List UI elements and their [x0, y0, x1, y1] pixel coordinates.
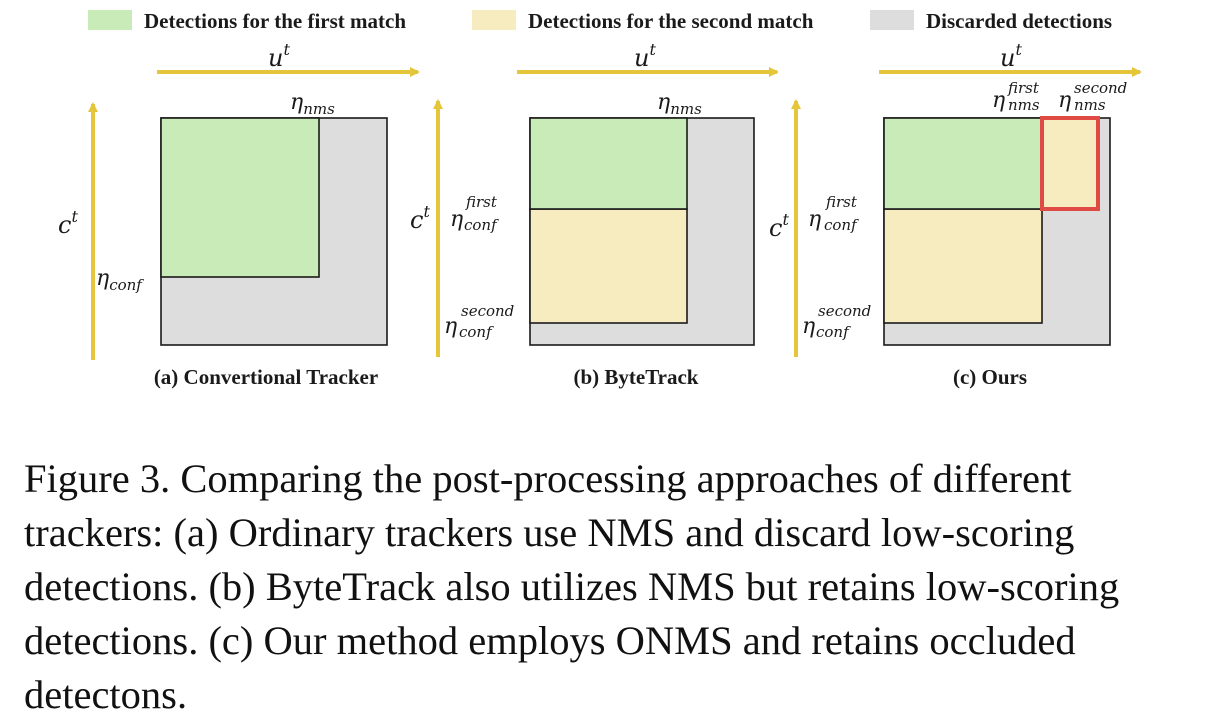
eta-nms-second-label: η: [1058, 88, 1071, 113]
eta-nms-first-sub: nms: [1008, 96, 1040, 114]
legend-swatch-first: [88, 10, 132, 30]
panel-c: ut ct η first nms η second nms η first c…: [769, 40, 1142, 389]
eta-nms-second-sup: second: [1074, 79, 1127, 97]
eta-conf-first-sup: first: [465, 193, 498, 211]
second-match-region: [529, 208, 688, 324]
legend-label-first: Detections for the first match: [144, 9, 406, 33]
c-axis-label: ct: [769, 210, 789, 242]
eta-conf-first-sup: first: [825, 193, 858, 211]
eta-conf-first-sub: conf: [824, 216, 859, 234]
eta-conf-first-label: η: [808, 207, 821, 232]
eta-conf-second-label: η: [444, 314, 457, 339]
eta-nms-label: ηnms: [290, 90, 335, 118]
u-axis-label: ut: [634, 40, 656, 72]
first-match-region: [883, 117, 1043, 210]
legend: Detections for the first match Detection…: [88, 9, 1112, 33]
first-match-region: [160, 117, 320, 278]
panel-b-caption: (b) ByteTrack: [573, 365, 698, 389]
legend-label-discarded: Discarded detections: [926, 9, 1112, 33]
eta-conf-label: ηconf: [96, 266, 144, 294]
eta-nms-first-sup: first: [1007, 79, 1040, 97]
eta-conf-first-label: η: [450, 207, 463, 232]
eta-conf-second-sup: second: [461, 302, 514, 320]
eta-nms-first-label: η: [992, 88, 1005, 113]
eta-nms-label: ηnms: [657, 90, 702, 118]
eta-conf-second-sub: conf: [459, 323, 494, 341]
u-axis-label: ut: [1000, 40, 1022, 72]
occluded-second-region: [1040, 116, 1100, 211]
c-axis-label: ct: [410, 202, 430, 234]
panel-a: ut ct ηnms ηconf (a) Convertional Tracke…: [58, 40, 420, 389]
legend-swatch-second: [472, 10, 516, 30]
eta-nms-second-sub: nms: [1074, 96, 1106, 114]
eta-conf-second-sub: conf: [816, 323, 851, 341]
panel-a-caption: (a) Convertional Tracker: [154, 365, 378, 389]
c-axis-label: ct: [58, 207, 78, 239]
eta-conf-second-label: η: [802, 314, 815, 339]
panel-b: ut ct ηnms η first conf η second conf (b…: [410, 40, 779, 389]
u-axis-label: ut: [268, 40, 290, 72]
eta-conf-first-sub: conf: [464, 216, 499, 234]
legend-swatch-discarded: [870, 10, 914, 30]
second-match-region: [883, 208, 1043, 324]
panel-c-caption: (c) Ours: [953, 365, 1027, 389]
first-match-region: [529, 117, 688, 210]
legend-label-second: Detections for the second match: [528, 9, 814, 33]
eta-conf-second-sup: second: [818, 302, 871, 320]
figure-caption: Figure 3. Comparing the post-processing …: [24, 456, 1120, 717]
